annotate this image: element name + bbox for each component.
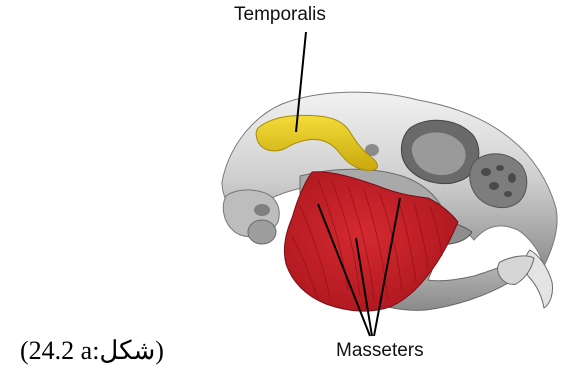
temporalis-label: Temporalis (234, 4, 326, 26)
lower-incisor (498, 256, 534, 284)
skull-foramen (254, 204, 270, 216)
masseters-label: Masseters (336, 340, 424, 362)
skull-tympanic-bulla (248, 220, 276, 244)
figure-caption: (24.2 a:شکل) (20, 336, 164, 366)
